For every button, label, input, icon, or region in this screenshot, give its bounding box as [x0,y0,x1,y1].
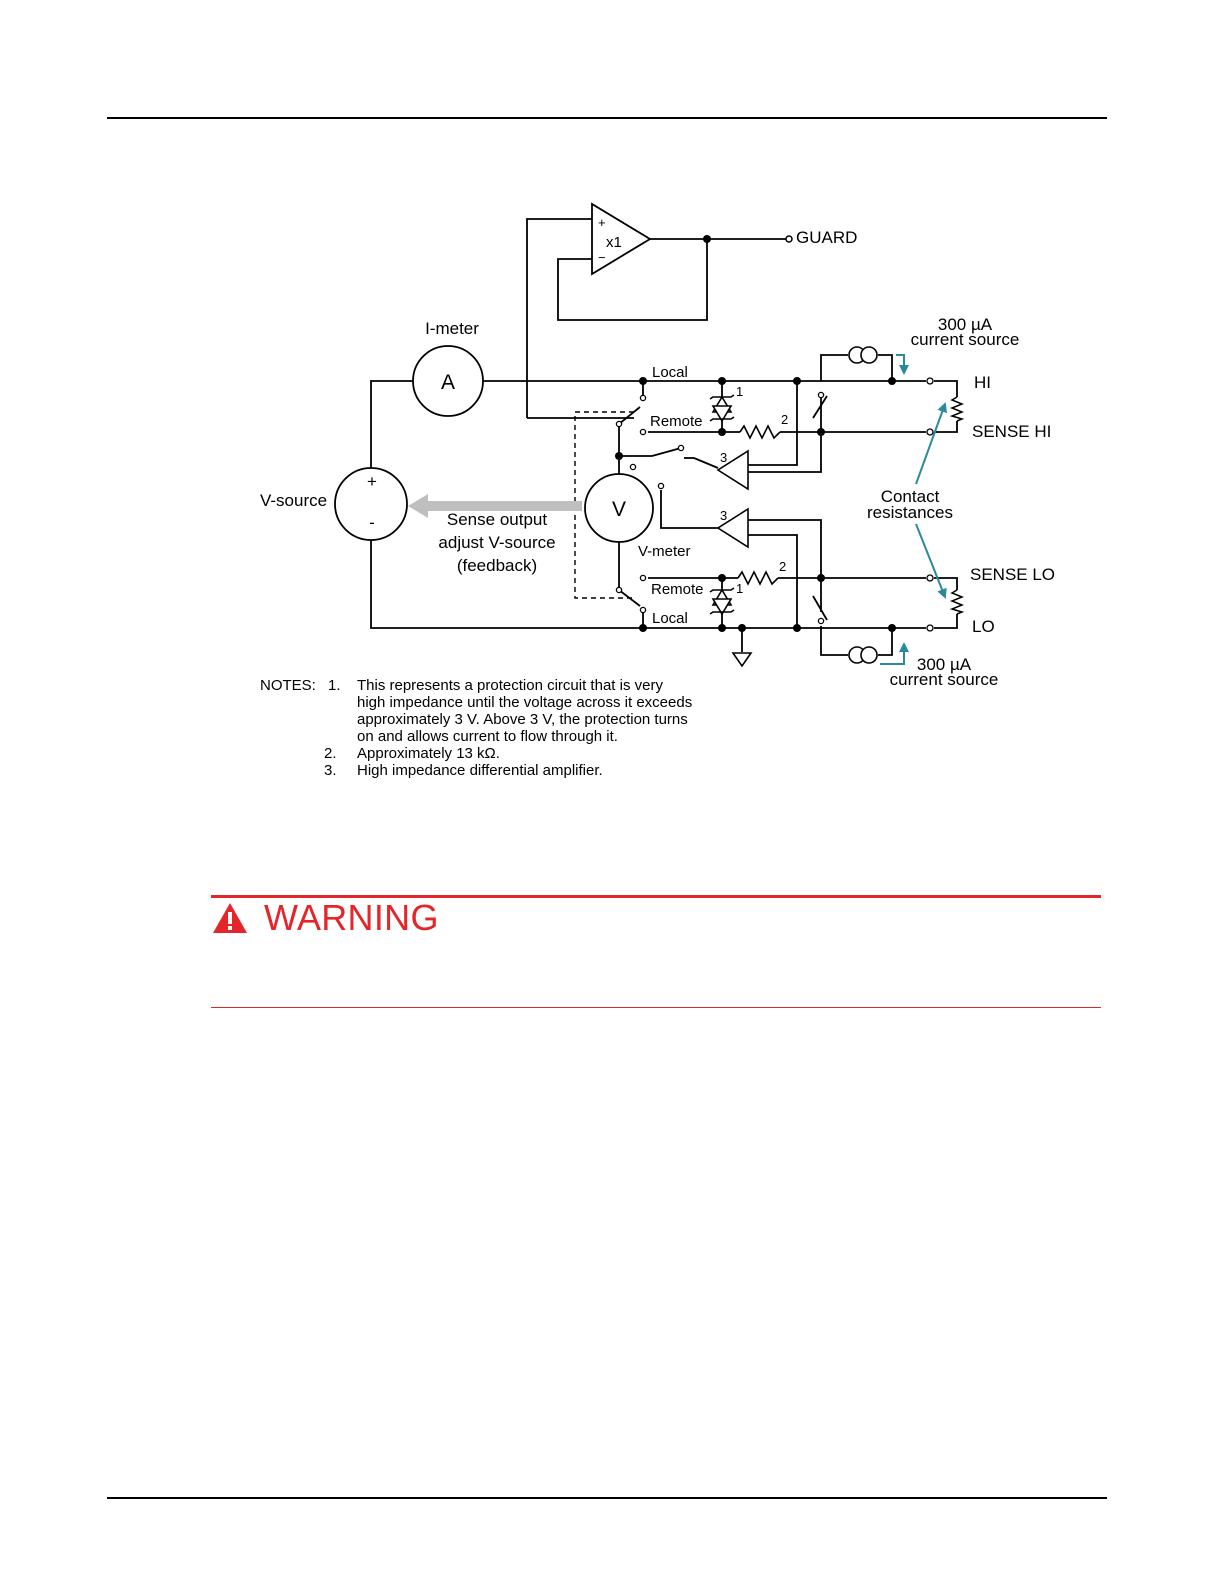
current-source-top-line-2: current source [911,330,1020,349]
current-source-top-line-1: 300 µA [938,315,993,334]
warning-heading: WARNING [212,897,439,938]
guard-terminal [785,235,793,243]
current-source-bottom-line-1: 300 µA [917,655,972,674]
note-2-number: 2. [324,745,337,762]
protection-zener-bottom [709,587,735,616]
sense-output-line-1: Sense output [447,510,547,529]
resistor-top-note: 2 [781,412,788,427]
current-arrow-bottom [880,642,909,665]
diff-amp-bottom [716,507,749,549]
sense-output-line-3: (feedback) [457,556,537,575]
vmeter-label: V-meter [638,543,691,560]
sense-resistor-bottom [737,570,779,586]
vsource-minus-label: - [369,513,375,532]
feedback-arrow [408,494,582,518]
remote-top-label: Remote [650,413,703,430]
local-top-label: Local [652,364,688,381]
contact-arrow-hi [915,402,947,485]
guard-label: GUARD [796,228,857,247]
note-2-line-1: Approximately 13 kΩ. [357,745,500,762]
terminal-sense-lo-label: SENSE LO [970,565,1055,584]
current-arrow-top [896,354,909,375]
contact-label-line-1: Contact [881,487,940,506]
contact-label-line-2: resistances [867,503,953,522]
contact-resistance-lo [949,589,965,615]
note-1-line-3: approximately 3 V. Above 3 V, the protec… [357,711,688,728]
protection-zener-top [709,394,735,423]
terminal-sense-hi-label: SENSE HI [972,422,1051,441]
buffer-minus-label: − [598,250,606,265]
imeter-label: I-meter [425,319,479,338]
ammeter: A [412,345,484,417]
zener-top-note: 1 [736,384,743,399]
sense-resistor-top [739,424,781,440]
warning-triangle-icon [213,903,247,933]
voltage-source: + - [334,467,408,541]
guard-wiring [526,218,786,418]
note-1-number: 1. [328,677,341,694]
switch-contacts [615,377,934,632]
vsource-label: V-source [260,491,327,510]
remote-sense-circuit-diagram: + x1 − GUARD [260,202,1055,779]
buffer-plus-label: + [598,215,606,230]
voltmeter: V [584,473,654,543]
main-wiring [370,354,958,656]
current-source-top [848,346,878,364]
contact-resistance-hi [949,396,965,422]
footer-rule [107,1497,1107,1499]
current-source-bottom [848,646,878,664]
warning-top-rule [211,895,1101,898]
guard-buffer-amplifier: + x1 − [591,202,652,276]
buffer-gain-label: x1 [606,234,622,251]
warning-bottom-rule [211,1007,1101,1009]
zener-bottom-note: 1 [736,581,743,596]
diff-amp-bottom-note: 3 [720,508,727,523]
ground-icon [731,652,753,668]
header-rule [107,117,1107,119]
warning-label: WARNING [264,897,439,938]
sense-output-line-2: adjust V-source [438,533,555,552]
voltmeter-symbol: V [612,498,626,521]
diff-amp-top-note: 3 [720,450,727,465]
note-1-line-4: on and allows current to flow through it… [357,728,618,745]
diagram-notes: NOTES: 1. This represents a protection c… [260,677,692,779]
junction-dots [615,377,896,632]
note-1-line-2: high impedance until the voltage across … [357,694,692,711]
resistor-bottom-note: 2 [779,559,786,574]
switches [618,395,828,621]
ammeter-symbol: A [441,371,455,394]
terminal-hi-label: HI [974,373,991,392]
local-bottom-label: Local [652,610,688,627]
note-3-number: 3. [324,762,337,779]
terminal-lo-label: LO [972,617,995,636]
note-1-line-1: This represents a protection circuit tha… [357,677,663,694]
current-source-bottom-line-2: current source [890,670,999,689]
vsource-plus-label: + [367,472,377,491]
remote-bottom-label: Remote [651,581,704,598]
diff-amp-top [716,449,749,491]
guard-junction [703,235,711,243]
contact-arrow-lo [915,523,947,599]
notes-prefix: NOTES: [260,677,316,694]
note-3-line-1: High impedance differential amplifier. [357,762,603,779]
